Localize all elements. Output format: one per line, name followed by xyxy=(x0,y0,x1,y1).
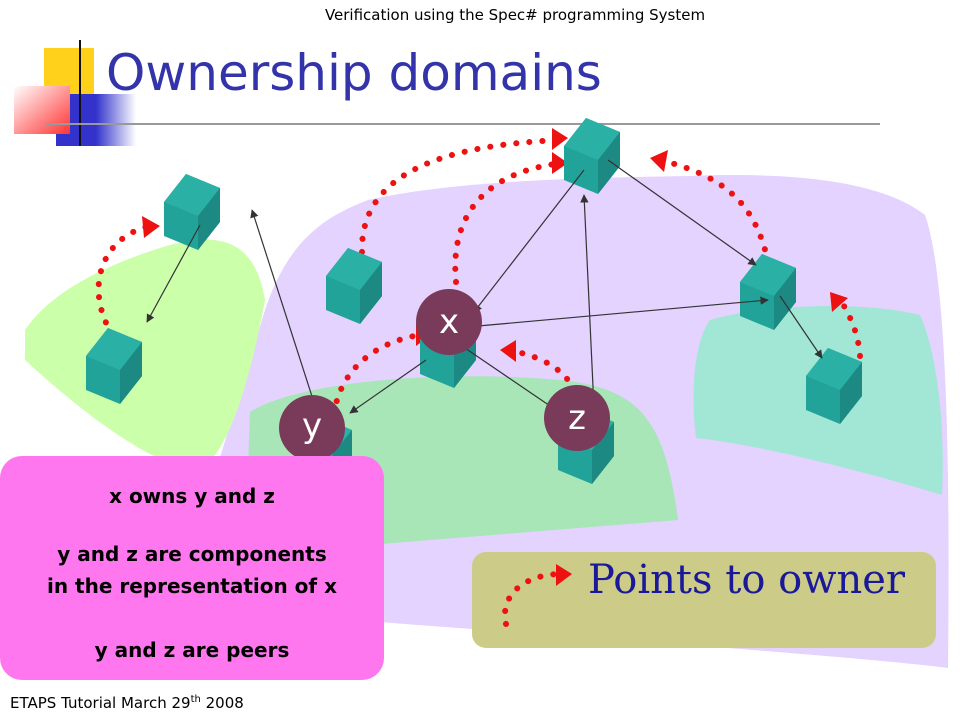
left-domain-region xyxy=(25,239,265,470)
slide-title: Ownership domains xyxy=(106,44,602,102)
y-node-label: y xyxy=(301,406,323,446)
note-line-components: y and z are components xyxy=(57,542,327,566)
legend-label: Points to owner xyxy=(588,557,905,603)
slide-footer: ETAPS Tutorial March 29th 2008 xyxy=(10,694,244,712)
note-line-owns: x owns y and z xyxy=(109,484,275,508)
footer-year: 2008 xyxy=(200,694,244,712)
note-line-representation: in the representation of x xyxy=(47,574,337,598)
x-node-circle xyxy=(416,289,482,355)
y-node-circle xyxy=(279,395,345,461)
z-node-circle xyxy=(544,385,610,451)
z-node-label: z xyxy=(568,398,586,438)
reference-arrows xyxy=(146,159,823,416)
x-node-label: x xyxy=(438,302,460,342)
footer-superscript: th xyxy=(190,694,201,705)
slide-header: Verification using the Spec# programming… xyxy=(324,6,706,24)
ownership-note-box: x owns y and z y and z are components in… xyxy=(0,456,384,680)
note-line-peers: y and z are peers xyxy=(94,638,290,662)
footer-text: ETAPS Tutorial March 29 xyxy=(10,694,191,712)
logo-decoration xyxy=(14,40,880,146)
